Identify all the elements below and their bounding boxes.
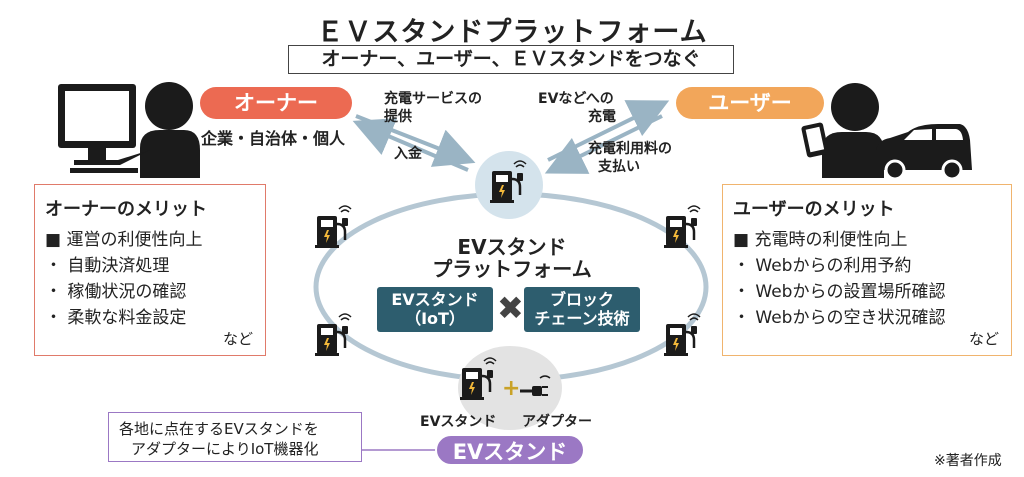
user-merit-heading: ユーザーのメリット <box>733 199 895 220</box>
owner-merit-item: ■ 運営の利便性向上 <box>45 230 203 250</box>
owner-merit-item: ・ 自動決済処理 <box>45 256 170 276</box>
ev-stand-caption: EVスタンド <box>420 414 497 430</box>
user-merit-item: ・ Webからの設置場所確認 <box>733 282 946 302</box>
plus-icon: + <box>502 376 521 401</box>
person-computer-icon <box>58 82 200 178</box>
user-merit-item: ・ Webからの利用予約 <box>733 256 912 276</box>
iot-label-2: （IoT） <box>405 309 465 328</box>
fee-label-2: 支払い <box>598 159 640 175</box>
page-title: ＥＶスタンドプラットフォーム <box>316 17 708 48</box>
plug-adapter-icon <box>520 375 551 396</box>
owner-merit-item: ・ 稼働状況の確認 <box>45 282 187 302</box>
ev-charge-label-2: 充電 <box>588 109 616 125</box>
car-icon <box>876 124 972 181</box>
user-merit-item: ・ Webからの空き状況確認 <box>733 308 946 328</box>
user-merit-etc: など <box>968 330 999 348</box>
service-label-2: 提供 <box>384 109 412 125</box>
adapter-note-1: 各地に点在するEVスタンドを <box>119 420 319 438</box>
platform-title-1: EVスタンド <box>457 235 567 259</box>
bottom-charger-circle <box>458 346 562 430</box>
owner-pill: オーナー <box>200 87 352 119</box>
owner-merit-item: ・ 柔軟な料金設定 <box>45 308 187 328</box>
iot-box: EVスタンド （IoT） <box>377 287 493 332</box>
fee-label-1: 充電利用料の <box>588 141 672 157</box>
blockchain-box: ブロック チェーン技術 <box>524 287 640 332</box>
owner-merit-etc: など <box>222 330 253 348</box>
page-subtitle: オーナー、ユーザー、ＥＶスタンドをつなぐ <box>288 45 734 74</box>
platform-title-2: プラットフォーム <box>432 257 592 281</box>
credit-note: ※著者作成 <box>934 453 1002 469</box>
ev-charger-icon <box>313 204 353 250</box>
adapter-note-2: アダプターによりIoT機器化 <box>131 440 319 458</box>
iot-label-1: EVスタンド <box>391 290 479 309</box>
owner-merit-heading: オーナーのメリット <box>45 199 207 220</box>
adapter-note-box: 各地に点在するEVスタンドを アダプターによりIoT機器化 <box>108 412 362 462</box>
user-pill: ユーザー <box>676 87 824 119</box>
service-label-1: 充電サービスの <box>384 91 482 107</box>
deposit-label: 入金 <box>394 146 422 162</box>
user-merit-item: ■ 充電時の利便性向上 <box>733 230 908 250</box>
owner-merit-box: オーナーのメリット ■ 運営の利便性向上 ・ 自動決済処理 ・ 稼働状況の確認 … <box>34 184 266 356</box>
blockchain-label-1: ブロック <box>549 290 614 309</box>
blockchain-label-2: チェーン技術 <box>534 309 630 328</box>
ev-charge-label-1: EVなどへの <box>538 91 614 107</box>
user-merit-box: ユーザーのメリット ■ 充電時の利便性向上 ・ Webからの利用予約 ・ Web… <box>722 184 1012 356</box>
ev-charger-icon <box>662 204 702 250</box>
cross-icon: ✖ <box>497 289 524 327</box>
ev-stand-pill: EVスタンド <box>435 434 585 466</box>
person-tablet-icon <box>801 83 884 178</box>
adapter-caption: アダプター <box>522 414 592 430</box>
owner-types: 企業・自治体・個人 <box>201 129 346 148</box>
